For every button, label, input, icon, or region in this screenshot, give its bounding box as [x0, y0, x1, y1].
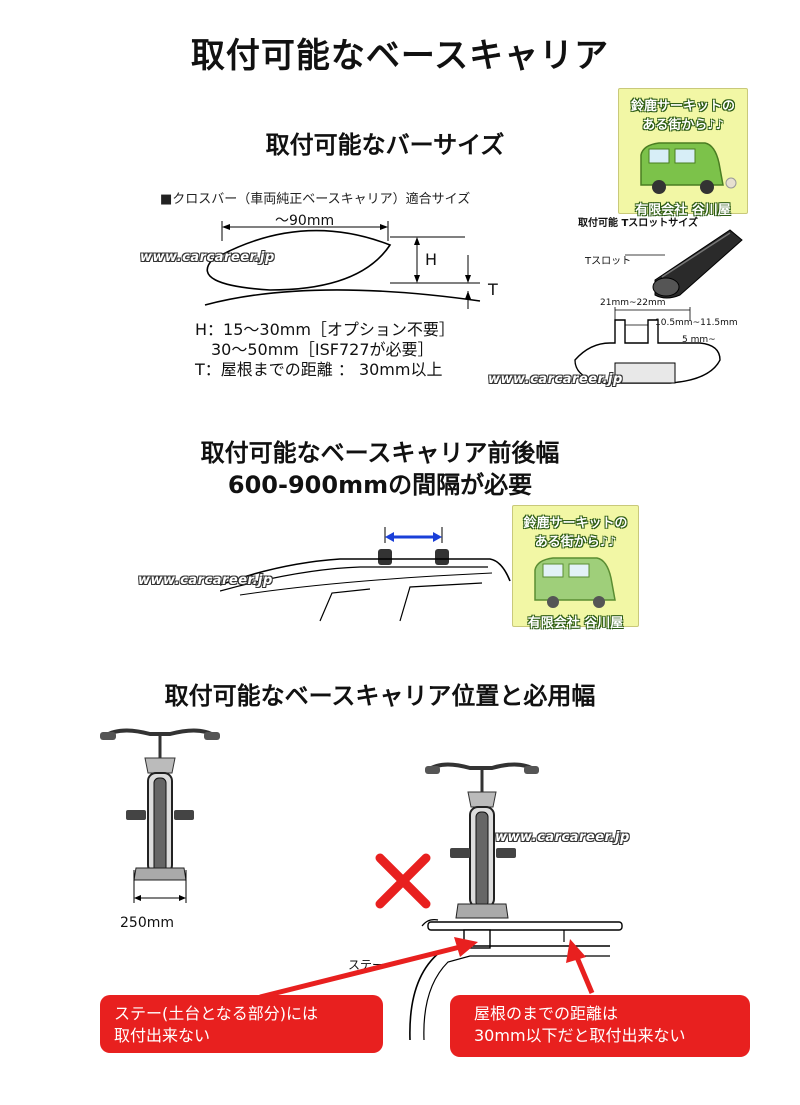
badge2-company: 有限会社 谷川屋	[527, 616, 624, 631]
width-dimension-label: ～90mm	[275, 213, 335, 229]
crossbar-caption: ■クロスバー（車両純正ベースキャリア）適合サイズ	[160, 192, 471, 207]
badge-company: 有限会社 谷川屋	[635, 203, 731, 218]
watermark-4: www.carcareer.jp	[495, 830, 630, 845]
bar-size-heading: 取付可能なバーサイズ	[265, 131, 505, 159]
green-van-icon-2	[534, 557, 616, 608]
bike-front-view-right	[425, 762, 539, 919]
watermark-1: www.carcareer.jp	[140, 250, 275, 265]
spec-list: H：15～30mm［オプション不要］ 30～50mm［ISF727が必要］ T：…	[195, 320, 455, 380]
prohibited-x-icon	[375, 853, 431, 909]
badge-line-2: ある街から♪♪	[642, 118, 724, 133]
watermark-2: www.carcareer.jp	[488, 372, 623, 387]
spec-line-3: T：屋根までの距離 ： 30mm以上	[195, 360, 443, 379]
position-width-heading: 取付可能なベースキャリア位置と必用幅	[164, 682, 596, 710]
page-title: 取付可能なベースキャリア	[190, 36, 610, 76]
clearance-warning-text: 屋根のまでの距離は 30mm以下だと取付出来ない	[474, 1004, 686, 1045]
tslot-title: 取付可能 Tスロットサイズ	[578, 218, 699, 229]
stay-warning-text: ステー(土台となる部分)には 取付出来ない	[114, 1004, 319, 1045]
badge2-line-1: 鈴鹿サーキットの	[523, 516, 628, 531]
carrier-spacing-heading-1: 取付可能なベースキャリア前後幅	[200, 439, 560, 467]
spec-line-2: 30～50mm［ISF727が必要］	[195, 340, 434, 359]
bar-cross-section-diagram	[204, 221, 481, 309]
t-dimension-label: T	[488, 280, 498, 299]
tslot-dim-3: 5 mm~	[682, 335, 716, 345]
badge2-line-2: ある街から♪♪	[534, 535, 617, 550]
watermark-3: www.carcareer.jp	[138, 573, 273, 588]
green-van-icon	[640, 142, 737, 194]
warning-arrows	[259, 937, 595, 1000]
shop-badge-1: 鈴鹿サーキットの ある街から♪♪ 有限会社 谷川屋	[618, 88, 748, 218]
tslot-label: Tスロット	[585, 256, 632, 267]
bike-width-label: 250mm	[120, 915, 174, 931]
spec-line-1: H：15～30mm［オプション不要］	[195, 320, 455, 339]
shop-badge-2: 鈴鹿サーキットの ある街から♪♪ 有限会社 谷川屋	[512, 505, 639, 631]
carrier-spacing-heading-2: 600-900mmの間隔が必要	[227, 471, 533, 499]
clearance-warning-box: 屋根のまでの距離は 30mm以下だと取付出来ない	[450, 995, 750, 1057]
tslot-dim-2: 10.5mm~11.5mm	[655, 318, 738, 328]
bike-front-view-left	[100, 728, 220, 903]
h-dimension-label: H	[425, 250, 438, 269]
tslot-diagram	[574, 229, 743, 384]
badge-line-1: 鈴鹿サーキットの	[630, 99, 735, 114]
car-roof-side-diagram	[220, 527, 511, 622]
stay-warning-box: ステー(土台となる部分)には 取付出来ない	[100, 995, 383, 1053]
tslot-dim-1: 21mm~22mm	[600, 298, 666, 308]
